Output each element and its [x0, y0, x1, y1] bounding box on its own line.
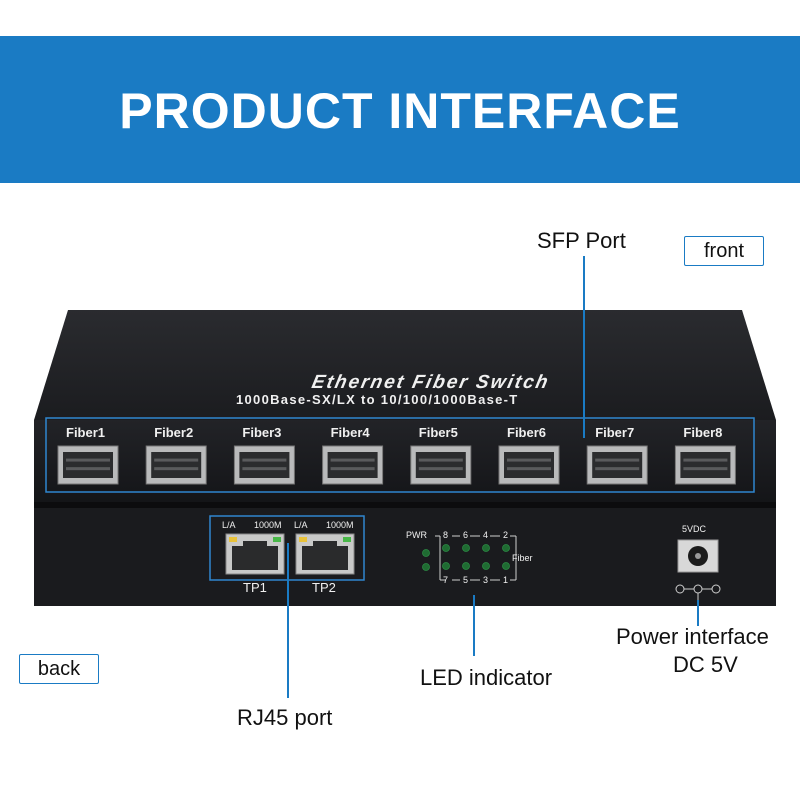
power-voltage-label: 5VDC [682, 524, 707, 534]
model-subtitle: 1000Base-SX/LX to 10/100/1000Base-T [236, 392, 519, 407]
led-bottom-1: 1 [503, 575, 509, 585]
model-title: Ethernet Fiber Switch [309, 372, 552, 393]
rj45-speed-label-1: 1000M [254, 520, 282, 530]
led-fiber-label: Fiber [512, 553, 533, 563]
sfp-port-1[interactable] [57, 445, 119, 485]
led-top-4: 4 [483, 530, 489, 540]
sfp-port-2[interactable] [145, 445, 207, 485]
chassis-back-panel [34, 508, 776, 606]
rj45-port-tp2[interactable] [295, 533, 355, 575]
fiber-led-icon [482, 562, 490, 570]
power-dc-callout: DC 5V [673, 652, 738, 677]
speed-led-icon [343, 537, 351, 542]
polarity-symbol-icon [675, 584, 721, 600]
header-banner [0, 36, 800, 183]
sfp-port-callout: SFP Port [537, 228, 626, 253]
rj45-port-callout: RJ45 port [237, 705, 333, 730]
rj45-la-label-2: L/A [294, 520, 308, 530]
speed-led-icon [273, 537, 281, 542]
sfp-port-3[interactable] [233, 445, 295, 485]
tp1-label: TP1 [243, 580, 267, 595]
led-bottom-3: 3 [483, 575, 489, 585]
fiber-port-label: Fiber2 [154, 425, 194, 440]
link-led-icon [229, 537, 237, 542]
fiber-led-icon [462, 544, 470, 552]
rj45-speed-label-2: 1000M [326, 520, 354, 530]
fiber-port-label: Fiber5 [418, 425, 458, 440]
fiber-led-icon [502, 544, 510, 552]
chassis-front-panel [34, 420, 776, 502]
sfp-ports [57, 445, 736, 485]
pwr-led-icon [422, 549, 430, 557]
callout-lines [287, 256, 699, 698]
pwr-led-icon [422, 563, 430, 571]
fiber-port-label: Fiber8 [683, 425, 723, 440]
back-tag: back [19, 654, 99, 684]
fiber-led-icon [482, 544, 490, 552]
led-pwr-label: PWR [406, 530, 427, 540]
chassis-top [34, 310, 776, 420]
fiber-led-icon [502, 562, 510, 570]
led-indicator-panel [422, 544, 510, 571]
led-indicator-callout: LED indicator [420, 665, 553, 690]
sfp-port-6[interactable] [498, 445, 560, 485]
sfp-port-8[interactable] [674, 445, 736, 485]
link-led-icon [299, 537, 307, 542]
sfp-port-5[interactable] [410, 445, 472, 485]
fiber-port-label: Fiber6 [507, 425, 547, 440]
sfp-highlight-box [45, 417, 755, 493]
rj45-port-tp1[interactable] [225, 533, 285, 575]
fiber-port-label: Fiber3 [242, 425, 282, 440]
fiber-port-label: Fiber7 [595, 425, 635, 440]
page-title: PRODUCT INTERFACE [119, 83, 681, 139]
fiber-led-icon [442, 544, 450, 552]
fiber-led-icon [442, 562, 450, 570]
led-bottom-7: 7 [443, 575, 449, 585]
fiber-port-label: Fiber4 [330, 425, 370, 440]
fiber-port-label: Fiber1 [66, 425, 106, 440]
led-top-8: 8 [443, 530, 449, 540]
sfp-port-4[interactable] [322, 445, 384, 485]
led-top-2: 2 [503, 530, 509, 540]
led-top-6: 6 [463, 530, 469, 540]
rj45-la-label-1: L/A [222, 520, 236, 530]
power-interface-callout: Power interface [616, 624, 769, 649]
front-tag: front [684, 236, 764, 266]
fiber-led-icon [462, 562, 470, 570]
sfp-port-7[interactable] [586, 445, 648, 485]
power-jack-icon[interactable] [677, 539, 719, 573]
tp2-label: TP2 [312, 580, 336, 595]
led-bottom-5: 5 [463, 575, 469, 585]
